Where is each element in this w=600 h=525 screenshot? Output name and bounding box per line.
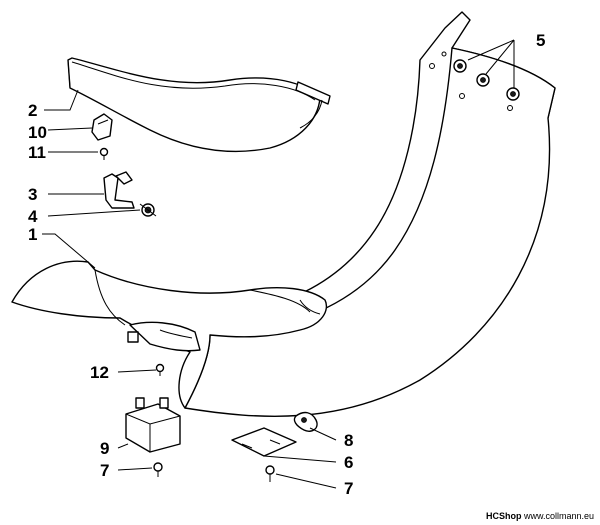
- part-5-nuts: [453, 59, 520, 101]
- callout-8: 8: [344, 431, 353, 450]
- part-11-screw: [99, 147, 109, 160]
- callout-11: 11: [28, 143, 46, 162]
- callout-7-left: 7: [100, 461, 109, 480]
- callout-2: 2: [28, 101, 37, 120]
- footer-url: www.collmann.eu: [523, 511, 594, 521]
- part-1-main-panel: [11, 11, 556, 417]
- part-2-cover: [67, 57, 331, 153]
- callout-10: 10: [28, 123, 47, 142]
- callout-7-right: 7: [344, 479, 353, 498]
- leader-lines: [42, 39, 515, 489]
- part-8-spring: [293, 411, 318, 432]
- part-6-plate: [231, 427, 297, 457]
- callout-9: 9: [100, 439, 109, 458]
- part-7-screw-left: [153, 462, 163, 477]
- part-7-screw-right: [265, 465, 275, 482]
- part-12-screw: [155, 363, 165, 376]
- footer-brand: HCShop: [485, 511, 522, 521]
- part-3-bracket: [103, 171, 135, 209]
- callout-3: 3: [28, 185, 37, 204]
- part-10-clip: [91, 113, 113, 141]
- callout-6: 6: [344, 453, 353, 472]
- callout-1: 1: [28, 225, 37, 244]
- callout-5: 5: [536, 31, 545, 50]
- callout-4: 4: [28, 207, 38, 226]
- part-4-nut: [139, 203, 157, 217]
- part-9-block: [125, 397, 181, 453]
- footer-credit: HCShop www.collmann.eu: [486, 511, 594, 521]
- callout-12: 12: [90, 363, 109, 382]
